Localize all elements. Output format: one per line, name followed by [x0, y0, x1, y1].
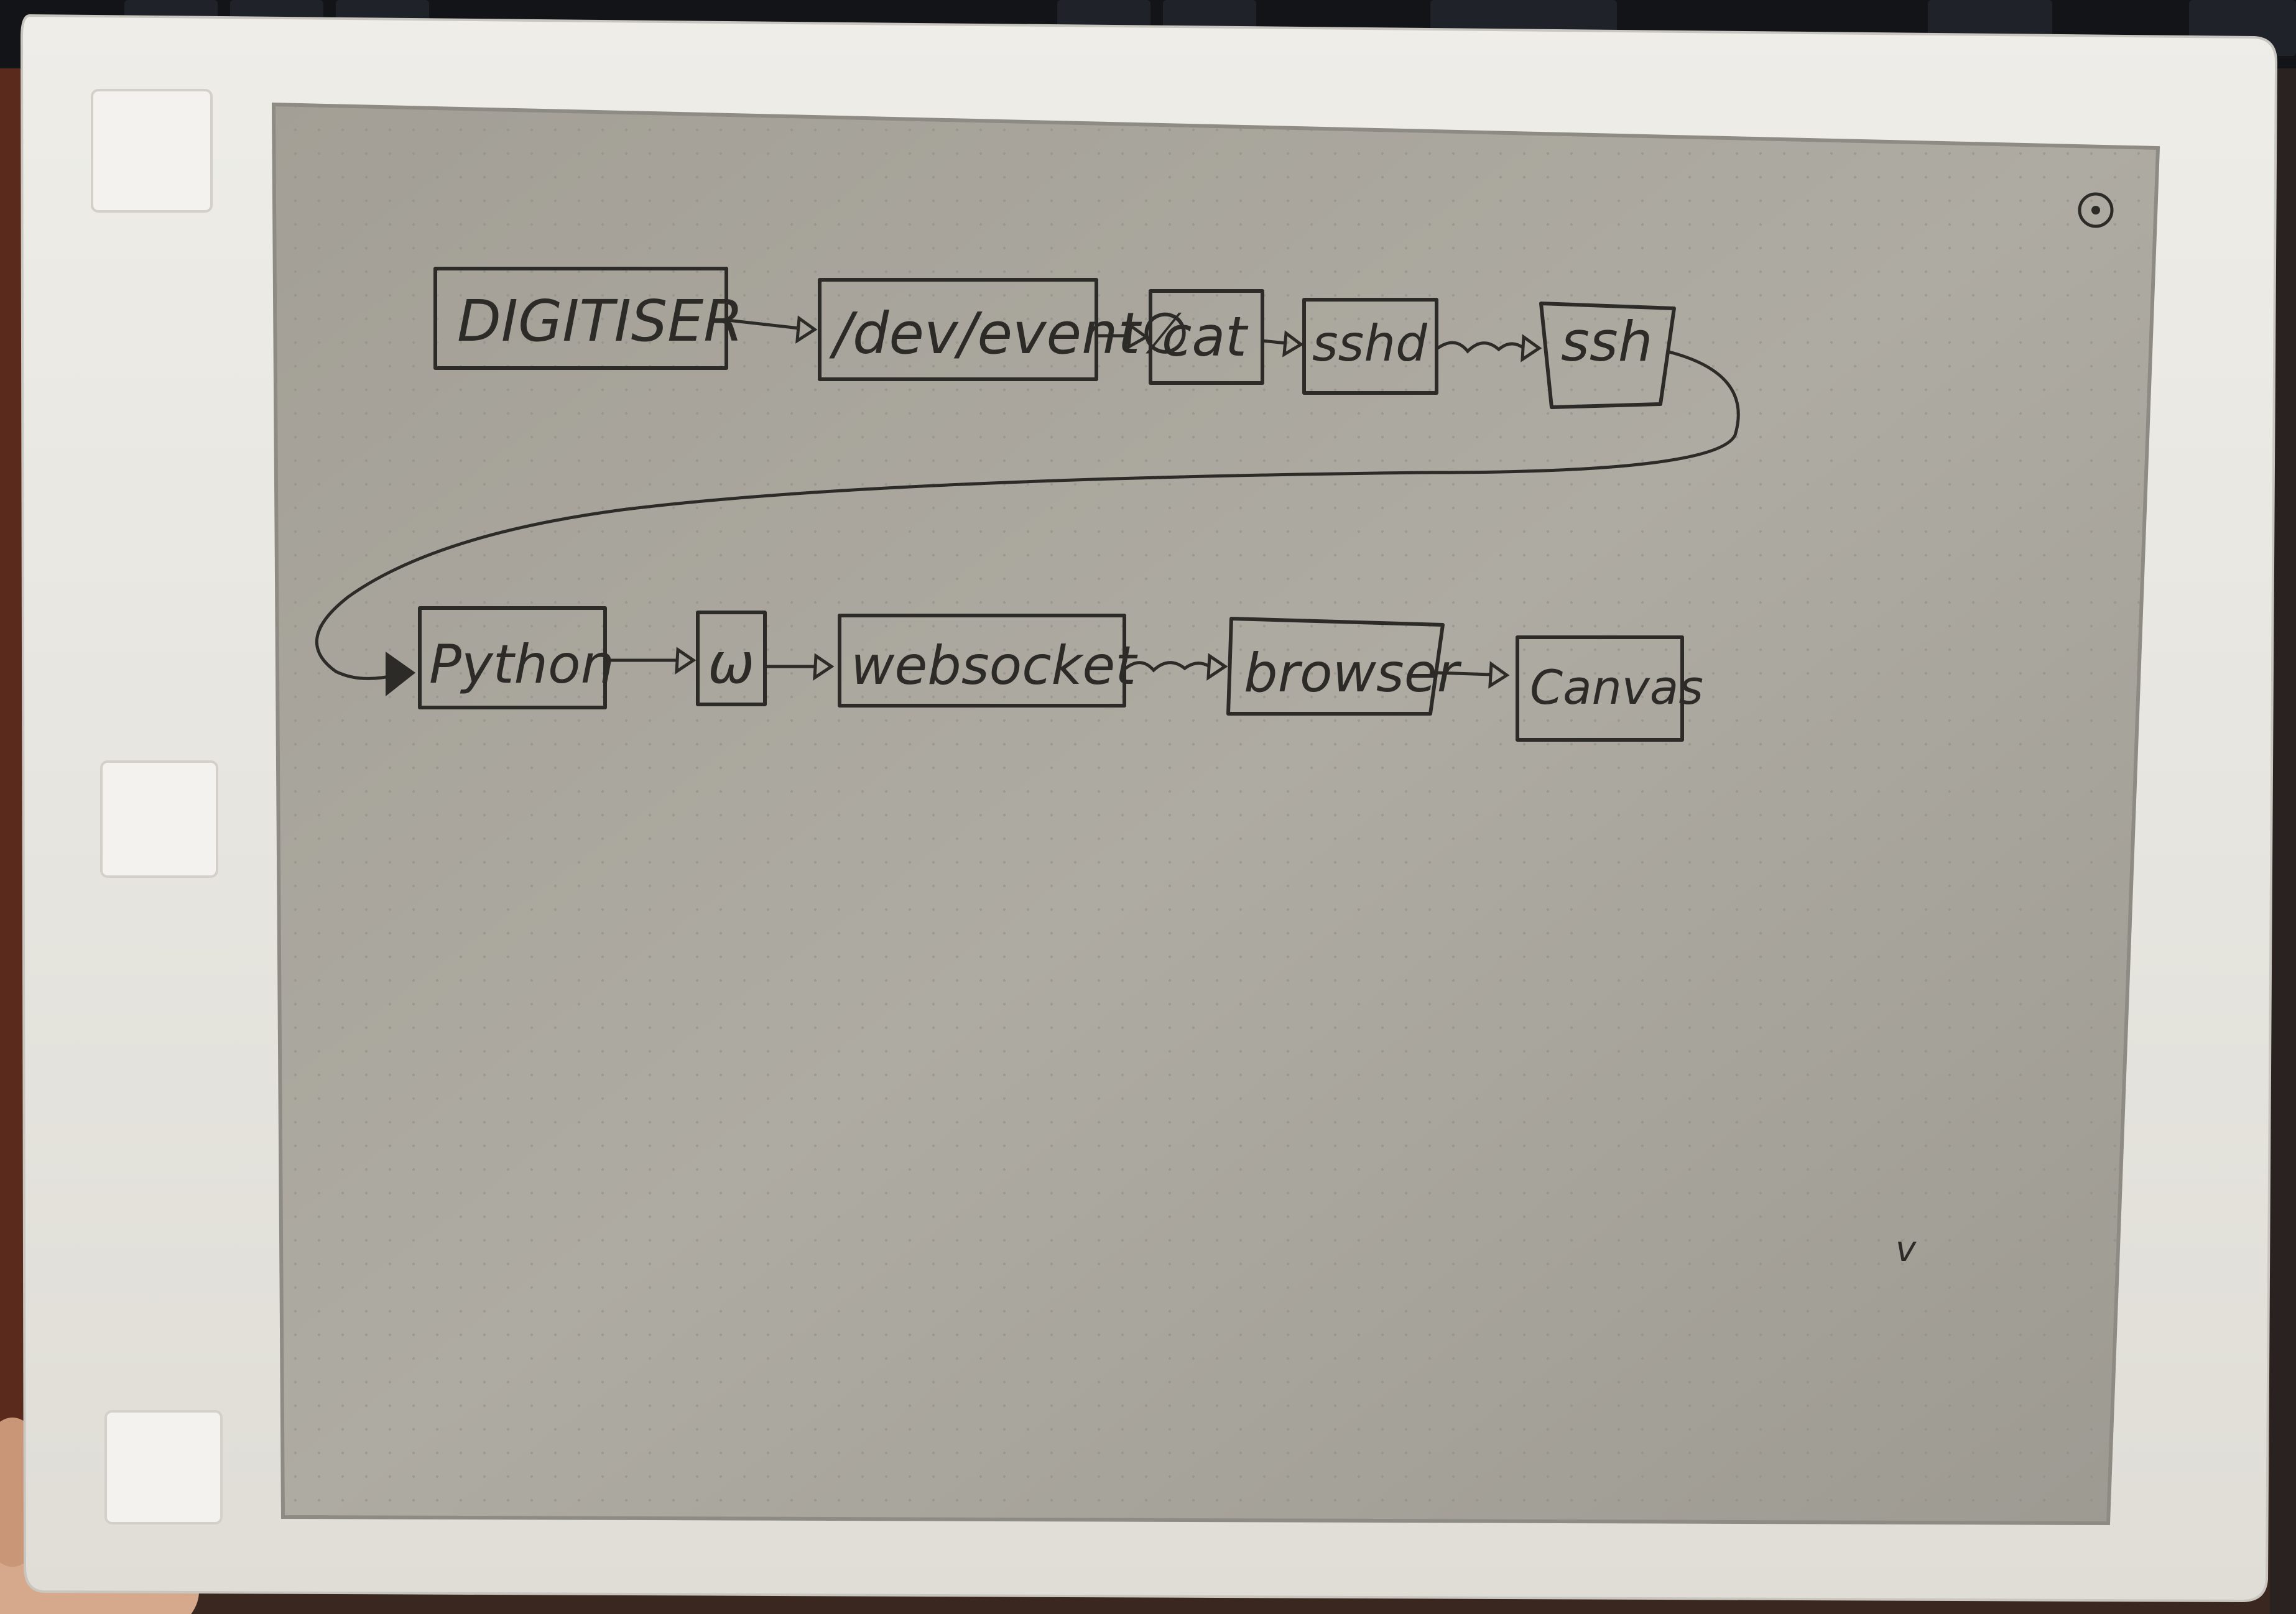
ssh-label: ssh — [1561, 310, 1652, 374]
side-buttons — [91, 89, 223, 1524]
row2-boxes — [418, 606, 1684, 742]
websocket-label: websocket — [851, 635, 1138, 697]
canvas-label: Canvas — [1530, 660, 1703, 715]
cat-label: cat — [1162, 305, 1249, 369]
dev-event-label: /dev/event∅ — [829, 300, 1190, 367]
digitiser-label: DIGITISER — [457, 288, 743, 354]
stray-mark: v — [1896, 1229, 1917, 1270]
row2-arrows — [606, 647, 1510, 689]
sshd-label: sshd — [1312, 315, 1428, 372]
row1-arrows — [315, 315, 1740, 680]
python-label: Python — [429, 634, 614, 696]
ws-label: ω — [708, 631, 754, 696]
browser-label: browser — [1244, 642, 1462, 704]
row1-boxes — [433, 267, 1676, 409]
target-dot-icon — [2078, 192, 2114, 228]
